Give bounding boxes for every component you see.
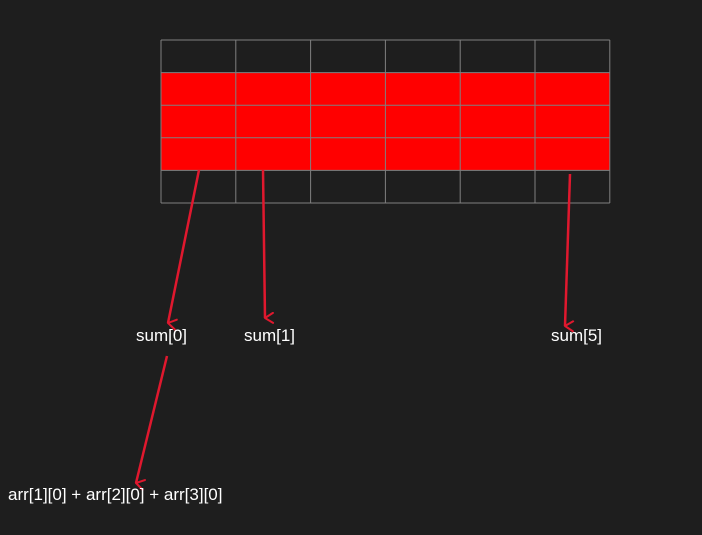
arrow-col0-to-sum0 bbox=[166, 169, 201, 331]
arrow-col5-to-sum5 bbox=[563, 173, 575, 333]
arrow-sum0-to-formula bbox=[134, 355, 169, 491]
sum-1-label: sum[1] bbox=[244, 326, 296, 345]
arrow-col1-to-sum1 bbox=[261, 169, 275, 324]
sum-0-label: sum[0] bbox=[136, 326, 188, 345]
formula-label: arr[1][0] + arr[2][0] + arr[3][0] bbox=[8, 485, 223, 504]
array-grid bbox=[160, 39, 611, 204]
arrows bbox=[134, 169, 575, 491]
sum-5-label: sum[5] bbox=[551, 326, 603, 345]
